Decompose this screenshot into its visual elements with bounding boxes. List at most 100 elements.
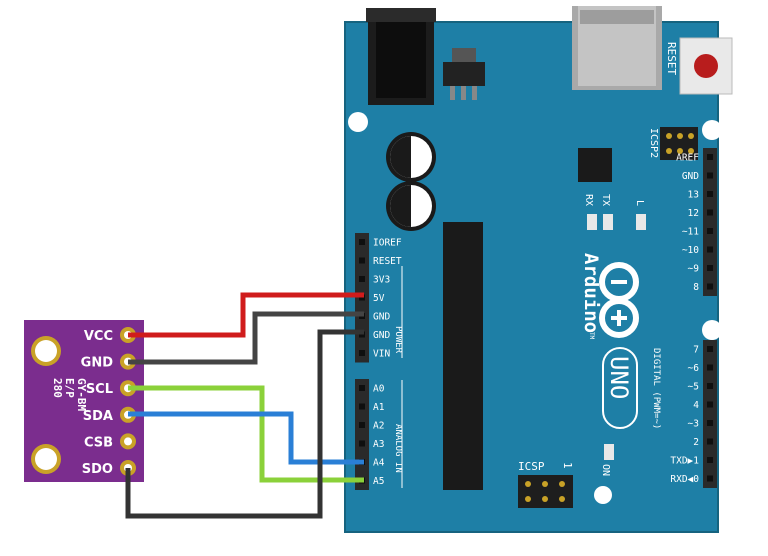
uno-outline xyxy=(602,347,638,429)
tx-led-label: TX xyxy=(600,194,611,206)
icsp-label: ICSP xyxy=(518,460,545,473)
atmega-chip xyxy=(443,222,483,490)
header-socket xyxy=(707,209,713,216)
usb-connector xyxy=(572,6,662,90)
voltage-regulator xyxy=(443,48,485,100)
mounting-hole xyxy=(702,120,722,140)
digital-header-label: DIGITAL (PWM=~) xyxy=(651,348,661,429)
header-socket xyxy=(707,283,713,290)
pin-label-digital_top_pins: ~10 xyxy=(682,245,699,256)
mounting-hole xyxy=(702,320,722,340)
header-body xyxy=(703,148,717,296)
header-socket xyxy=(707,438,713,445)
header-socket xyxy=(707,457,713,463)
reset-label: RESET xyxy=(665,42,678,75)
sensor-pin-label: SDO xyxy=(82,462,113,477)
header-socket xyxy=(359,350,365,356)
wire-sdo-gnd xyxy=(125,329,364,519)
pin-label-digital_top_pins: 8 xyxy=(693,282,699,293)
header-socket xyxy=(359,385,365,391)
rx-led-label: RX xyxy=(583,194,594,206)
wire-vcc-5v xyxy=(128,292,364,338)
icsp-pin1-label: 1 xyxy=(561,462,574,469)
sensor-name-line: GY-BM xyxy=(75,378,88,411)
pin-label-power_pins: 5V xyxy=(373,293,385,304)
header-socket xyxy=(707,172,713,179)
header-socket xyxy=(707,401,713,408)
header-socket xyxy=(707,228,713,234)
icsp-header xyxy=(518,475,573,508)
wires xyxy=(125,292,364,519)
pin-label-digital_bottom_pins: 7 xyxy=(693,345,699,356)
pin-label-digital_bottom_pins: ~5 xyxy=(688,382,699,393)
l-led-label: L xyxy=(634,200,645,206)
pin-label-digital_top_pins: GND xyxy=(682,171,699,182)
tx-led xyxy=(603,214,613,230)
pin-label-analog_pins: A4 xyxy=(373,458,385,469)
wire-gnd-gnd xyxy=(128,311,364,365)
pin-label-power_pins: RESET xyxy=(373,256,402,267)
header-socket xyxy=(707,265,713,271)
arduino-uno-board: RESET ICSP2 RX TX L xyxy=(344,6,733,533)
capacitor xyxy=(386,181,436,231)
pin-label-digital_bottom_pins: TXD▶1 xyxy=(670,456,699,467)
header-socket xyxy=(707,364,713,371)
model-name: UNO xyxy=(605,356,633,399)
pin-label-analog_pins: A0 xyxy=(373,384,385,395)
pin-label-power_pins: IOREF xyxy=(373,238,402,249)
pin-label-power_pins: 3V3 xyxy=(373,275,390,286)
wire-sda-a4 xyxy=(128,411,364,465)
pin-label-digital_top_pins: 12 xyxy=(688,208,699,219)
pin-label-digital_bottom_pins: ~6 xyxy=(688,363,700,374)
pin-label-digital_bottom_pins: RXD◀0 xyxy=(670,474,699,485)
header-socket xyxy=(359,257,365,264)
header-socket xyxy=(707,475,713,482)
header-socket xyxy=(707,346,713,352)
pin-label-digital_top_pins: AREF xyxy=(676,153,699,164)
power-header-label: POWER xyxy=(393,326,403,354)
pin-label-analog_pins: A3 xyxy=(373,439,384,450)
pin-label-analog_pins: A5 xyxy=(373,476,384,487)
header-body xyxy=(355,379,369,490)
pin-label-power_pins: GND xyxy=(373,312,390,323)
sensor-pin-label: SDA xyxy=(83,409,113,424)
pin-label-power_pins: GND xyxy=(373,330,390,341)
usb-chip xyxy=(578,148,612,182)
sensor-name-line: E/P xyxy=(63,378,76,398)
header-socket xyxy=(359,422,365,428)
header-socket xyxy=(359,239,365,245)
sensor-name-line: 280 xyxy=(51,378,64,398)
analog-header-label: ANALOG IN xyxy=(393,424,403,473)
pin-label-digital_top_pins: ~11 xyxy=(682,227,699,238)
on-label: ON xyxy=(600,464,611,476)
reset-button xyxy=(679,37,733,95)
sensor-pin-label: CSB xyxy=(84,435,113,450)
brand-tm: TM xyxy=(588,332,595,340)
header-body xyxy=(703,340,717,488)
wire-scl-a5 xyxy=(128,385,364,483)
icsp2-label: ICSP2 xyxy=(648,128,659,158)
header-socket xyxy=(359,440,365,447)
l-led xyxy=(636,214,646,230)
brand-name: Arduino xyxy=(580,253,602,333)
pin-label-digital_bottom_pins: 4 xyxy=(693,400,699,411)
sensor-pin-label: VCC xyxy=(84,329,113,344)
sensor-pin-label: SCL xyxy=(86,382,113,397)
icsp2-header xyxy=(660,127,698,160)
capacitor xyxy=(386,132,436,182)
rx-led xyxy=(587,214,597,230)
sensor-pin-hole xyxy=(124,437,132,446)
sensor-pin-label: GND xyxy=(81,356,114,371)
pin-label-analog_pins: A2 xyxy=(373,421,384,432)
pin-label-digital_bottom_pins: ~3 xyxy=(688,419,699,430)
header-socket xyxy=(359,403,365,410)
header-socket xyxy=(707,420,713,426)
pin-label-power_pins: VIN xyxy=(373,349,390,360)
header-socket xyxy=(707,191,713,197)
pin-label-digital_top_pins: ~9 xyxy=(688,264,700,275)
arduino-logo xyxy=(599,262,639,338)
